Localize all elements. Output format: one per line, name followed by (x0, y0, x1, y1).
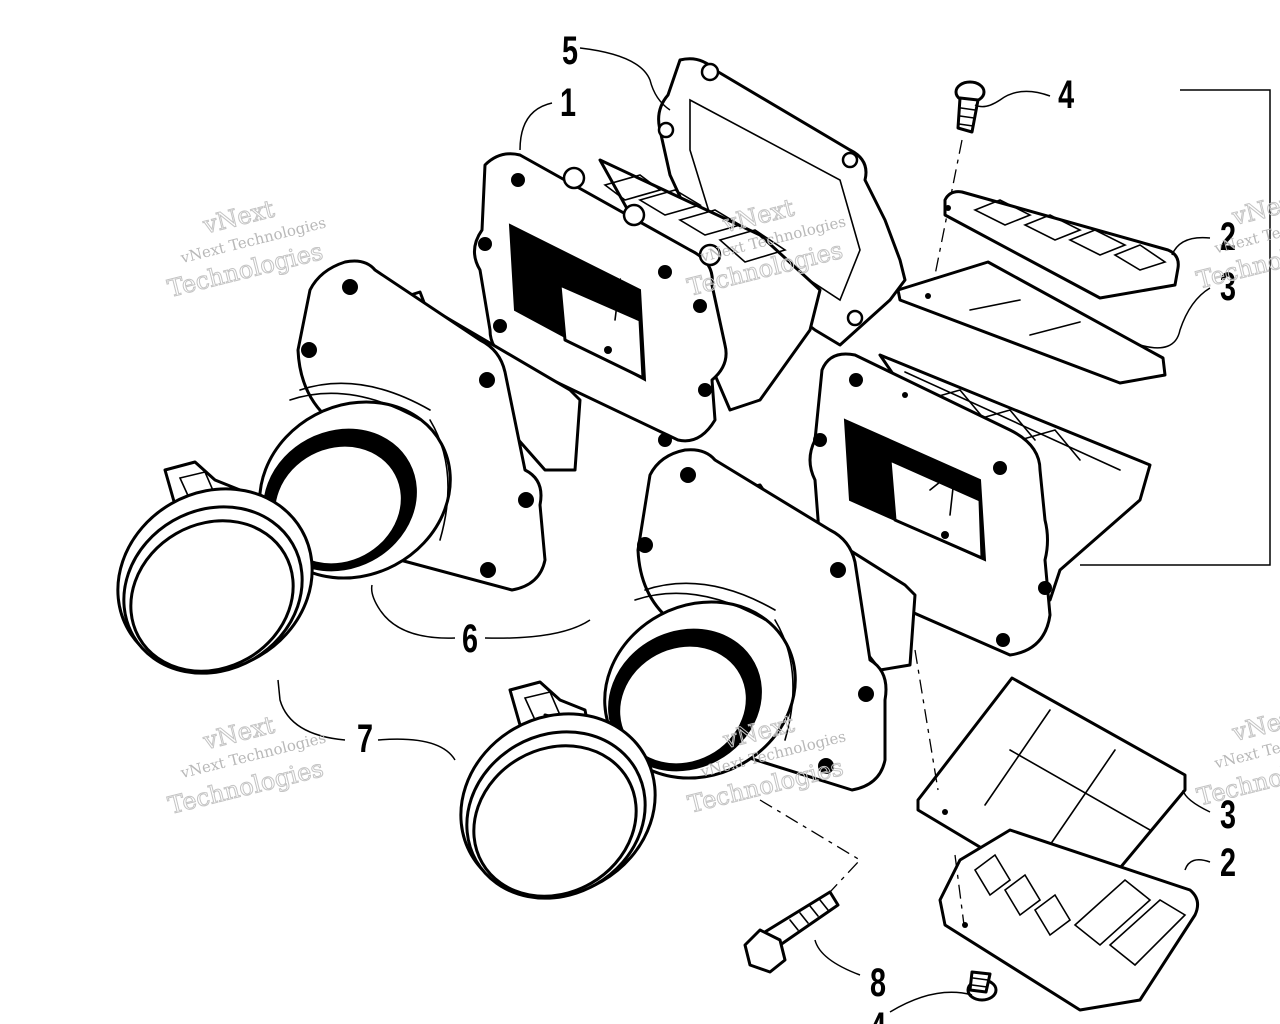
reed-block-part-1 (473, 152, 822, 447)
intake-boot-part-6-lower (603, 448, 917, 792)
callout-3-bottom: 3 (1220, 792, 1236, 837)
watermark-top-left: vNext vNext Technologies Technologies (164, 194, 328, 303)
hose-clamp-part-7-upper (116, 460, 314, 675)
reed-stop-part-2-upper (943, 190, 1180, 300)
callout-8: 8 (870, 960, 886, 1005)
gasket-part-5 (657, 57, 907, 347)
alignment-line-lower (914, 649, 939, 791)
hose-clamp-part-7-lower (459, 680, 657, 900)
callout-4-top: 4 (1058, 72, 1075, 117)
callout-labels: 5 1 4 2 3 6 7 3 2 8 4 (357, 28, 1236, 1024)
screw-part-4-upper (929, 80, 986, 301)
callout-7: 7 (357, 716, 373, 761)
callout-2-bottom: 2 (1220, 840, 1236, 885)
reed-stop-part-2-lower (938, 828, 1200, 1012)
callout-6: 6 (462, 616, 478, 661)
callout-5: 5 (562, 28, 578, 73)
alignment-line-reed (954, 854, 965, 926)
callout-leaders (277, 47, 1211, 1013)
callout-2-top: 2 (1220, 214, 1236, 259)
intake-boot-part-6-upper (258, 259, 582, 592)
watermark-bottom-left: vNext vNext Technologies Technologies (165, 710, 328, 820)
callout-3-top: 3 (1220, 264, 1236, 309)
group-bracket (1080, 89, 1271, 566)
reed-petal-part-3-upper (896, 260, 1167, 385)
reed-petal-part-3-lower (916, 676, 1187, 912)
callout-4-bottom: 4 (870, 1004, 887, 1024)
callout-1: 1 (560, 80, 576, 125)
bolt-part-8 (743, 799, 862, 974)
watermark-bottom-right: vNext vNext Technologies Technologies (1194, 702, 1280, 812)
screw-part-4-lower (966, 970, 998, 1002)
